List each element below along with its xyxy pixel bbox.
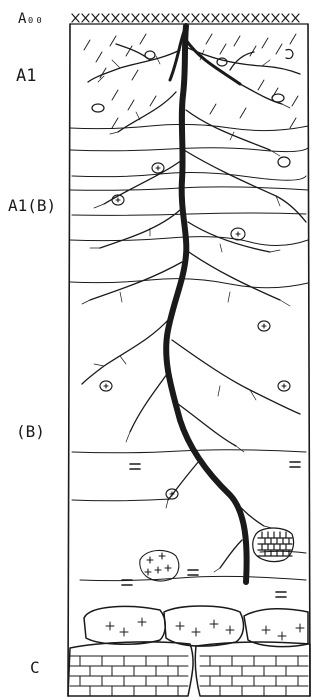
litter-cross (102, 14, 109, 22)
boulder-cross (138, 618, 146, 626)
litter-cross (232, 14, 239, 22)
litter-cross (182, 14, 189, 22)
hatch-stroke (96, 52, 102, 62)
rootlet (218, 386, 220, 396)
hatch-stroke (210, 104, 216, 114)
litter-cross (152, 14, 159, 22)
litter-cross (292, 14, 299, 22)
hatch-stroke (276, 44, 282, 54)
litter-cross (72, 14, 79, 22)
gravel-cross (145, 569, 151, 575)
rootlet (120, 292, 122, 302)
litter-cross (112, 14, 119, 22)
boulder-cross (296, 624, 304, 632)
hatch-stroke (132, 70, 138, 80)
boulder-cross (226, 626, 234, 634)
litter-cross (142, 14, 149, 22)
boulder-cross (262, 626, 270, 634)
litter-layer (70, 14, 308, 24)
gravel-cross (155, 567, 161, 573)
rootlet (236, 446, 244, 452)
clay-mark (130, 464, 140, 469)
rootlet (220, 244, 222, 252)
hatch-stroke (110, 36, 116, 46)
litter-cross (272, 14, 279, 22)
hatch-stroke (262, 38, 268, 48)
boulder-cross (192, 628, 200, 636)
gravel-cross (282, 384, 286, 388)
gravel-cross (159, 553, 165, 559)
taproot (166, 26, 246, 582)
rootlet (136, 112, 140, 120)
rootlet (282, 104, 290, 108)
rootlet (82, 300, 90, 304)
litter-cross (132, 14, 139, 22)
gravel-cluster (140, 550, 179, 581)
litter-cross (212, 14, 219, 22)
litter-cross (92, 14, 99, 22)
boulder-cross (120, 628, 128, 636)
gravel-cross (156, 166, 160, 170)
gravel-cross (165, 565, 171, 571)
clay-mark (276, 592, 286, 597)
hatch-stroke (234, 36, 240, 46)
rootlet (228, 292, 230, 302)
rootlet (94, 204, 104, 208)
rootlet (270, 250, 280, 252)
concretion (253, 528, 294, 562)
litter-cross (282, 14, 289, 22)
rootlet (166, 500, 168, 508)
rootlet (120, 356, 126, 364)
clay-mark (290, 462, 300, 467)
clay-mark (122, 580, 132, 585)
litter-cross (242, 14, 249, 22)
hatch-stroke (220, 44, 226, 54)
hatch-stroke (290, 118, 296, 128)
boulder-cross (278, 632, 286, 640)
gravel-cross (236, 232, 240, 236)
gravel-cross (262, 324, 266, 328)
rootlet (280, 300, 290, 306)
litter-cross (162, 14, 169, 22)
hatch-stroke (206, 34, 212, 44)
hatch-stroke (84, 40, 90, 50)
boulder-cross (210, 620, 218, 628)
hatch-stroke (112, 90, 118, 100)
rootlet (214, 568, 220, 572)
hatch-stroke (140, 34, 146, 44)
boulder-cross (106, 622, 114, 630)
gravel-cross (116, 198, 120, 202)
litter-cross (122, 14, 129, 22)
hatch-stroke (128, 100, 134, 110)
hatch-stroke (250, 46, 256, 56)
litter-cross (202, 14, 209, 22)
gravel-cross (104, 384, 108, 388)
rootlet (110, 132, 118, 134)
clay-mark (188, 570, 198, 575)
gravel-cross (147, 557, 153, 563)
hatch-stroke (240, 108, 246, 118)
litter-cross (82, 14, 89, 22)
rootlet (262, 60, 270, 66)
rootlet (94, 364, 104, 366)
litter-cross (262, 14, 269, 22)
bedrock-texture (70, 618, 308, 696)
boulder-cross (176, 622, 184, 630)
rootlet (112, 60, 120, 68)
bedrock-boulders (68, 606, 310, 696)
litter-cross (252, 14, 259, 22)
hatch-stroke (150, 96, 156, 106)
hatch-stroke (112, 118, 118, 128)
litter-cross (192, 14, 199, 22)
rootlet (126, 432, 130, 442)
litter-cross (172, 14, 179, 22)
hatch-stroke (290, 34, 296, 44)
hatch-stroke (258, 80, 264, 90)
litter-cross (222, 14, 229, 22)
hatch-stroke (292, 96, 298, 106)
